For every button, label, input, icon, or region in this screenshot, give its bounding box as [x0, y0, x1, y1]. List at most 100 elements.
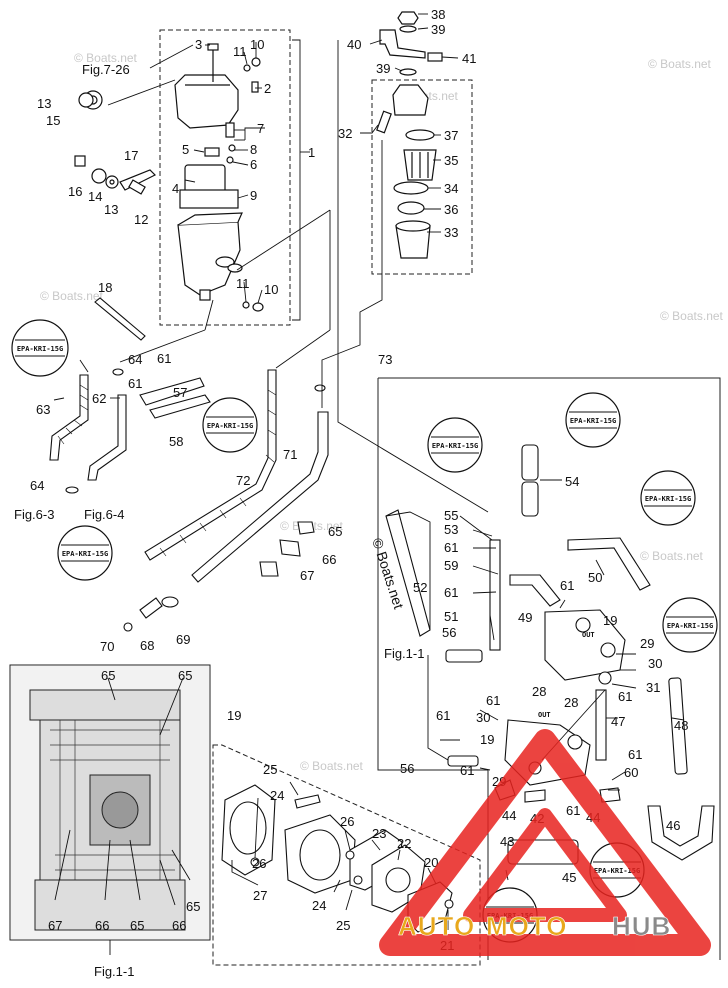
- epa-tags: EPA-KRI-15G EPA-KRI-15G EPA-KRI-15G EPA-…: [11, 319, 718, 943]
- callout: 19: [603, 613, 617, 628]
- epa-tag: EPA-KRI-15G: [57, 525, 113, 581]
- leader-lines-top-right: [360, 13, 459, 233]
- callout: 1: [308, 145, 315, 160]
- callout: 35: [444, 153, 458, 168]
- callout: 67: [48, 918, 62, 933]
- callout: 20: [424, 855, 438, 870]
- callout: 27: [253, 888, 267, 903]
- brand-word-moto: MOTO: [486, 911, 568, 941]
- callout: 61: [486, 693, 500, 708]
- callout: 46: [666, 818, 680, 833]
- water-separator-frame: [371, 79, 473, 275]
- epa-tag: EPA-KRI-15G: [565, 392, 621, 448]
- watermark-text: © Boats.net: [300, 759, 364, 773]
- callout: 30: [648, 656, 662, 671]
- callout: 25: [336, 918, 350, 933]
- fuel-pump-kit-frame: [212, 744, 481, 966]
- epa-tag: EPA-KRI-15G: [11, 319, 69, 377]
- brand-word-auto: AUTO: [398, 911, 475, 941]
- callout: 61: [460, 763, 474, 778]
- watermark-text: © Boats.net: [40, 289, 104, 303]
- callout: 72: [236, 473, 250, 488]
- callout: 37: [444, 128, 458, 143]
- callout: 64: [30, 478, 44, 493]
- epa-tag-label: EPA-KRI-15G: [594, 867, 640, 875]
- callout: 5: [182, 142, 189, 157]
- braid-hatching: [57, 384, 277, 557]
- callout: 38: [431, 7, 445, 22]
- epa-tag-label: EPA-KRI-15G: [207, 422, 253, 430]
- right-leaders: [385, 479, 685, 930]
- epa-tag-label: EPA-KRI-15G: [62, 550, 108, 558]
- callout: 65: [186, 899, 200, 914]
- logo-triangle-inner: [463, 808, 627, 922]
- callout: 15: [46, 113, 60, 128]
- callout: 28: [564, 695, 578, 710]
- callout-numbers: 38 39 40 41 39 32 37 35 34 36 33 3 11 10…: [30, 7, 688, 953]
- callout: 61: [618, 689, 632, 704]
- callout: 6: [250, 157, 257, 172]
- out-mark: OUT: [582, 631, 595, 639]
- callout: 41: [462, 51, 476, 66]
- epa-tag: EPA-KRI-15G: [662, 597, 718, 653]
- watermark-text: © Boats.net: [74, 51, 138, 65]
- callout: 60: [624, 765, 638, 780]
- callout: 65: [130, 918, 144, 933]
- fig-ref-1-1-inner: Fig.1-1: [384, 646, 424, 661]
- callout: 65: [328, 524, 342, 539]
- callout: 66: [172, 918, 186, 933]
- callout: 61: [444, 585, 458, 600]
- callout: 73: [378, 352, 392, 367]
- callout: 34: [444, 181, 458, 196]
- out-mark: OUT: [538, 711, 551, 719]
- fig-ref-7-26: Fig.7-26: [82, 62, 130, 77]
- epa-tag-label: EPA-KRI-15G: [645, 495, 691, 503]
- callout: 56: [400, 761, 414, 776]
- callout: 12: [134, 212, 148, 227]
- logo-triangle-outer: [379, 729, 711, 956]
- callout: 11: [233, 44, 247, 59]
- callout: 40: [347, 37, 361, 52]
- brand-logo: AUTO MOTO HUB: [379, 729, 711, 956]
- fig-ref-6-3: Fig.6-3: [14, 507, 54, 522]
- callout: 28: [532, 684, 546, 699]
- callout: 66: [95, 918, 109, 933]
- callout: 59: [444, 558, 458, 573]
- epa-tag: EPA-KRI-15G: [640, 470, 696, 526]
- callout: 24: [312, 898, 326, 913]
- fuel-filter-assembly-frame: [159, 29, 291, 326]
- fuel-filter-group: [74, 43, 264, 312]
- callout: 8: [250, 142, 257, 157]
- callout: 65: [101, 668, 115, 683]
- callout: 54: [565, 474, 579, 489]
- callout: 66: [322, 552, 336, 567]
- callout: 51: [444, 609, 458, 624]
- braided-hose: [49, 374, 89, 461]
- callout: 39: [431, 22, 445, 37]
- epa-tag-label: EPA-KRI-15G: [432, 442, 478, 450]
- epa-tag-label: EPA-KRI-15G: [570, 417, 616, 425]
- watermark-text: © Boats.net: [660, 309, 724, 323]
- epa-tag-label: EPA-KRI-15G: [667, 622, 713, 630]
- callout: 49: [518, 610, 532, 625]
- callout: 53: [444, 522, 458, 537]
- callout: 61: [628, 747, 642, 762]
- group-frames: [159, 29, 481, 966]
- callout: 31: [646, 680, 660, 695]
- callout: 58: [169, 434, 183, 449]
- callout: 50: [588, 570, 602, 585]
- watermark-text: © Boats.net: [648, 57, 712, 71]
- callout: 62: [92, 391, 106, 406]
- callout: 67: [300, 568, 314, 583]
- gasket: [179, 189, 239, 209]
- u-hose: [647, 805, 715, 861]
- callout: 17: [124, 148, 138, 163]
- callout: 70: [100, 639, 114, 654]
- callout: 19: [480, 732, 494, 747]
- callout: 16: [68, 184, 82, 199]
- water-separator-group: [376, 11, 443, 259]
- bracket-bolt: [119, 169, 157, 191]
- callout: 22: [397, 836, 411, 851]
- callout: 33: [444, 225, 458, 240]
- callout: 36: [444, 202, 458, 217]
